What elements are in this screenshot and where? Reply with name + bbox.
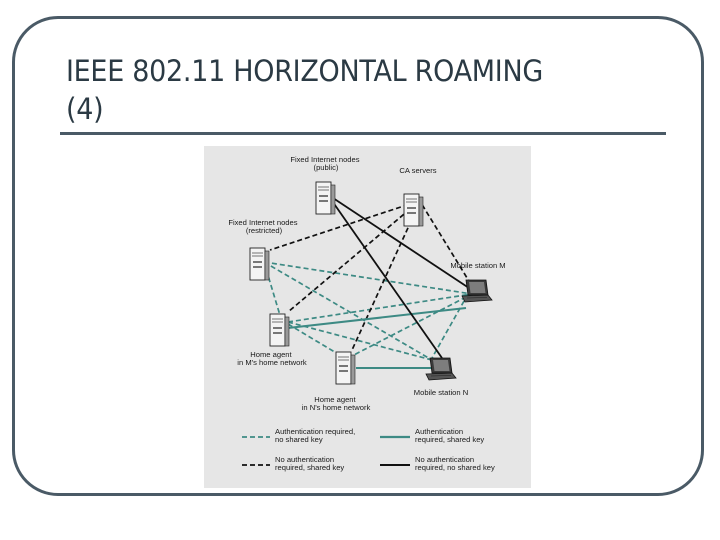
slide-title-line-1: IEEE 802.11 HORIZONTAL ROAMING xyxy=(66,54,543,88)
legend-label-teal-solid: Authentication required, shared key xyxy=(415,427,484,444)
label-fixed-public: Fixed Internet nodes (public) xyxy=(290,155,361,172)
link-home-m-mobile-m xyxy=(287,307,467,329)
mobile-m-laptop-icon xyxy=(461,279,493,303)
link-mobile-m-mobile-n xyxy=(431,293,469,359)
legend: Authentication required, no shared key A… xyxy=(242,427,495,472)
title-underline xyxy=(60,132,666,135)
fixed-restricted-server-icon xyxy=(249,247,270,281)
fixed-public-server-icon xyxy=(315,181,336,215)
link-ca-mobile-m xyxy=(417,197,473,287)
label-mobile-m: Mobile station M xyxy=(450,261,505,270)
home-agent-m-server-icon xyxy=(269,313,290,347)
slide-frame xyxy=(12,16,704,496)
label-mobile-n: Mobile station N xyxy=(414,388,468,397)
legend-label-black-solid: No authentication required, no shared ke… xyxy=(415,455,495,472)
link-public-mobile-n xyxy=(329,197,443,359)
legend-label-teal-dashed: Authentication required, no shared key xyxy=(275,427,357,444)
diagram-canvas: Fixed Internet nodes (public) CA servers… xyxy=(228,155,505,472)
label-ca-servers: CA servers xyxy=(399,166,436,175)
link-ca-home-n xyxy=(351,205,419,351)
connection-lines xyxy=(263,195,473,369)
link-restricted-mobile-m xyxy=(263,261,473,295)
label-home-agent-n: Home agent in N's home network xyxy=(302,395,371,412)
link-home-m-mobile-n xyxy=(287,321,433,361)
home-agent-n-server-icon xyxy=(335,351,356,385)
ca-server-icon xyxy=(403,193,424,227)
roaming-diagram: Fixed Internet nodes (public) CA servers… xyxy=(204,146,531,488)
slide-title: IEEE 802.11 HORIZONTAL ROAMING (4) xyxy=(66,52,624,128)
slide-title-line-2: (4) xyxy=(66,92,104,126)
link-ca-restricted xyxy=(269,201,417,251)
label-home-agent-m: Home agent in M's home network xyxy=(237,350,307,367)
link-restricted-mobile-n xyxy=(263,261,433,361)
link-public-mobile-m xyxy=(329,195,473,291)
link-home-m-mobile-m-dashed xyxy=(287,293,473,323)
label-fixed-restricted: Fixed Internet nodes (restricted) xyxy=(228,218,299,235)
link-home-n-mobile-m xyxy=(347,293,473,359)
legend-label-black-dashed: No authentication required, shared key xyxy=(275,455,344,472)
link-ca-home-m xyxy=(287,203,417,313)
